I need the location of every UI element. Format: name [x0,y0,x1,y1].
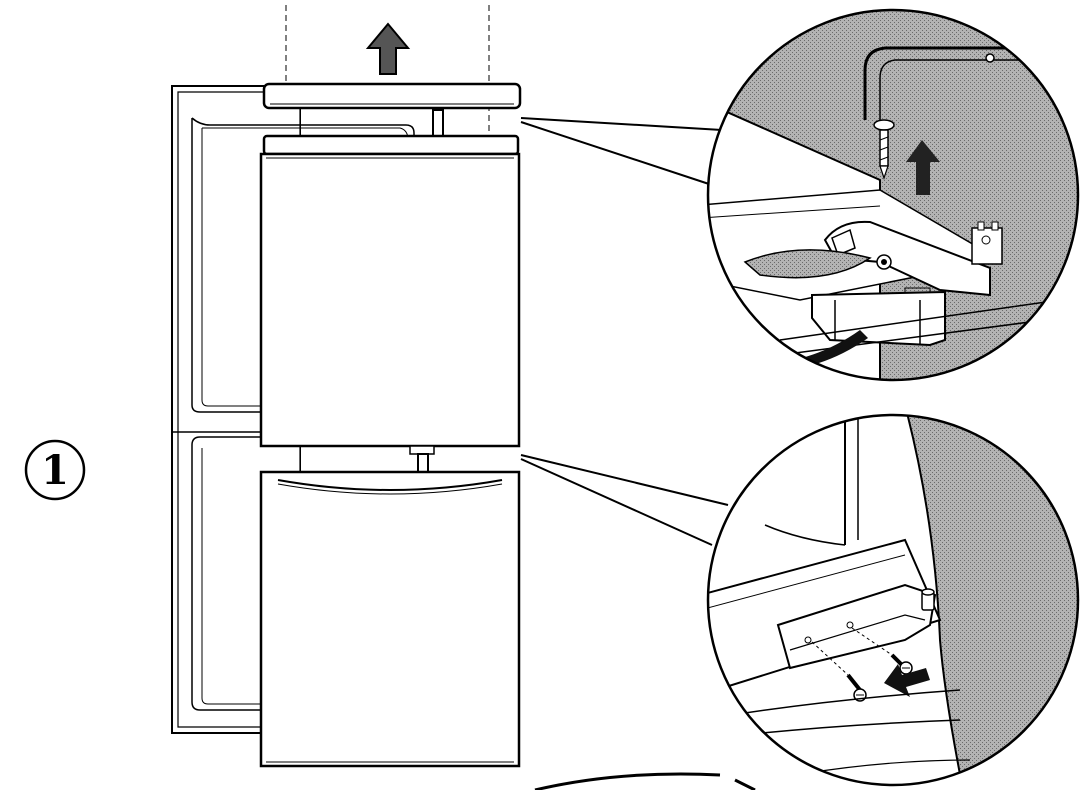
screw-icon [811,641,867,702]
middle-hinge-pin [409,445,435,473]
middle-hinge-detail [706,413,1080,787]
lower-door [259,470,521,768]
arrow-up-icon [365,22,411,75]
top-hinge-detail [706,8,1080,382]
arrow-right-icon [884,664,930,697]
arrow-up-icon [906,140,940,195]
step-number-badge: 1 [24,439,86,501]
screw-icon [851,627,913,675]
top-cover-panel [262,82,522,110]
screw-icon [873,119,895,180]
next-figure-edge [534,772,756,790]
top-hinge-pin [432,109,444,137]
guide-lines [285,5,490,135]
upper-door [259,134,521,448]
step-number-label: 1 [41,447,69,494]
callout-lines [520,117,729,546]
